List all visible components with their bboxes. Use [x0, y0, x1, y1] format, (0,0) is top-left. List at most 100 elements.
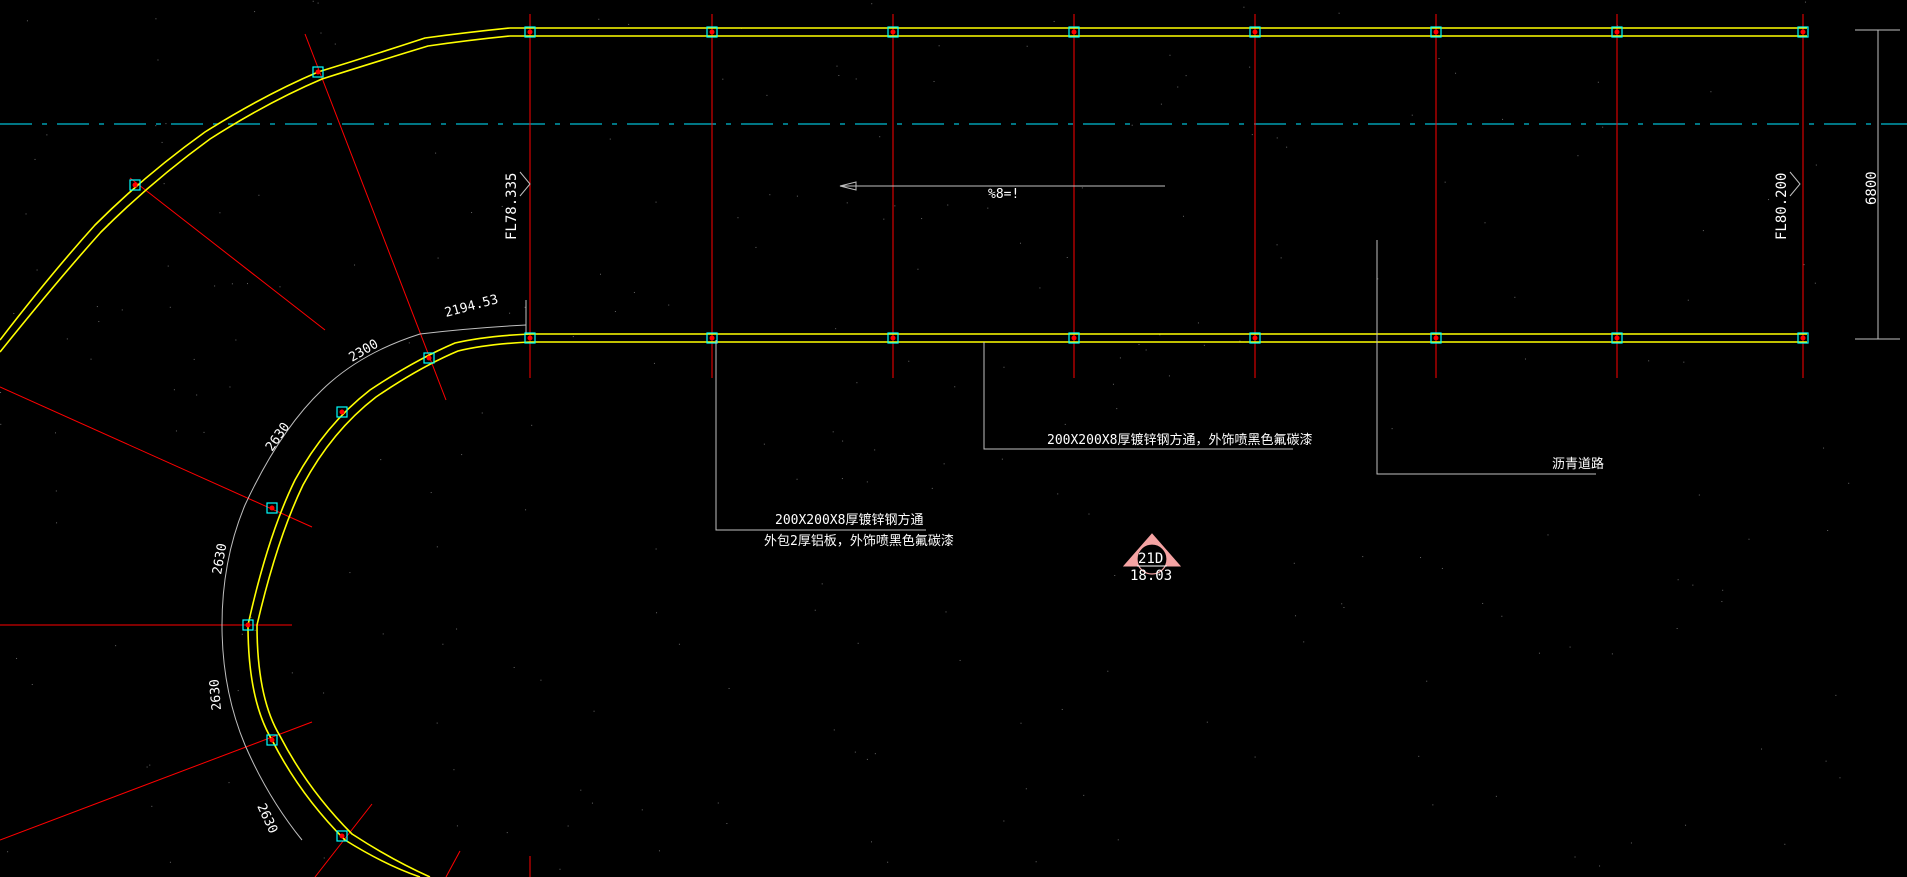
speckle-dot [1064, 423, 1066, 425]
speckle-dot [1569, 646, 1571, 648]
speckle-dot [1835, 694, 1837, 696]
speckle-dot [193, 358, 195, 360]
speckle-dot [436, 546, 438, 548]
speckle-dot [1020, 722, 1022, 724]
speckle-dot [1057, 493, 1059, 495]
speckle-dot [461, 454, 463, 456]
arc-dimension-2630-c: 2630 [207, 678, 225, 711]
speckle-dot [726, 823, 728, 825]
speckle-dot [1303, 641, 1305, 643]
speckle-dot [1119, 357, 1121, 359]
speckle-dot [1061, 708, 1063, 710]
speckle-dot [1648, 360, 1650, 362]
speckle-dot [513, 666, 515, 668]
speckle-dot [1676, 628, 1678, 630]
speckle-dot [653, 362, 655, 364]
speckle-dot [1484, 222, 1486, 224]
arc-dimension-line [221, 300, 527, 841]
speckle-dot [66, 338, 68, 340]
callout-column-line2: 外包2厚铝板，外饰喷黑色氟碳漆 [764, 533, 954, 549]
column-core [1071, 29, 1077, 35]
speckle-dot [1710, 91, 1712, 93]
column-core [1433, 29, 1439, 35]
speckle-dot [250, 616, 252, 618]
speckle-dot [836, 65, 838, 67]
speckle-dot [524, 306, 526, 308]
speckle-dot [1341, 603, 1343, 605]
speckle-dot [1138, 343, 1140, 345]
speckle-dot [540, 679, 542, 681]
speckle-dot [1482, 602, 1484, 604]
speckle-dot [1131, 124, 1133, 126]
speckle-dot [572, 336, 574, 338]
speckle-dot [235, 339, 237, 341]
speckle-dot [1418, 755, 1420, 757]
speckle-dot [291, 672, 293, 674]
speckle-dot [580, 789, 582, 791]
speckle-dot [717, 802, 719, 804]
speckle-dot [1116, 408, 1118, 410]
column-marker [266, 502, 278, 514]
speckle-dot [1441, 567, 1443, 569]
speckle-dot [317, 2, 319, 4]
speckle-dot [832, 431, 834, 433]
speckle-dot [866, 481, 868, 483]
speckle-dot [228, 782, 230, 784]
column-core [527, 335, 533, 341]
speckle-dot [917, 268, 919, 270]
speckle-dot [1602, 126, 1604, 128]
speckle-dot [254, 629, 256, 631]
speckle-dot [1391, 428, 1393, 430]
arc-dimension-2300: 2300 [347, 337, 382, 366]
column-core [890, 335, 896, 341]
speckle-dot [593, 710, 595, 712]
speckle-dot [678, 643, 680, 645]
column-marker [524, 332, 536, 344]
column-marker [706, 26, 718, 38]
speckle-dot [323, 692, 325, 694]
speckle-dot [34, 158, 36, 160]
speckle-dot [1687, 299, 1689, 301]
speckle-dot [1377, 278, 1379, 280]
speckle-dot [835, 328, 837, 330]
speckle-dot [833, 729, 835, 731]
speckle-dot [1343, 607, 1345, 609]
speckle-dot [1160, 103, 1162, 105]
speckle-dot [887, 861, 889, 863]
speckle-dot [1338, 12, 1340, 14]
speckle-dot [55, 490, 57, 492]
speckle-dot [430, 492, 432, 494]
speckle-dot [1239, 340, 1241, 342]
speckle-dot [1722, 589, 1724, 591]
speckle-dot [1803, 264, 1805, 266]
speckle-dot [945, 611, 947, 613]
speckle-dot [1501, 615, 1503, 617]
speckle-dot [1025, 788, 1027, 790]
speckle-dot [237, 690, 239, 692]
column-marker [336, 406, 348, 418]
column-marker [266, 734, 278, 746]
speckle-dot [796, 478, 798, 480]
speckle-dot [203, 431, 205, 433]
speckle-dot [567, 825, 569, 827]
speckle-dot [1827, 529, 1829, 531]
slope-label: %8=! [988, 187, 1019, 202]
column-marker [336, 830, 348, 842]
speckle-dot [938, 45, 940, 47]
speckle-dot [1249, 66, 1251, 68]
speckle-dot [870, 841, 872, 843]
detail-marker-number: 21D [1138, 551, 1163, 567]
speckle-dot [231, 283, 233, 285]
speckle-dot [56, 522, 58, 524]
speckle-dot [1455, 72, 1457, 74]
speckle-dot [1083, 794, 1085, 796]
column-core [339, 409, 345, 415]
speckle-dot [1107, 670, 1109, 672]
speckle-dot [1444, 181, 1446, 183]
speckle-dot [874, 449, 876, 451]
speckle-dot [1254, 756, 1256, 758]
speckle-dot [1169, 54, 1171, 56]
column-core [269, 505, 275, 511]
speckle-dot [655, 201, 657, 203]
